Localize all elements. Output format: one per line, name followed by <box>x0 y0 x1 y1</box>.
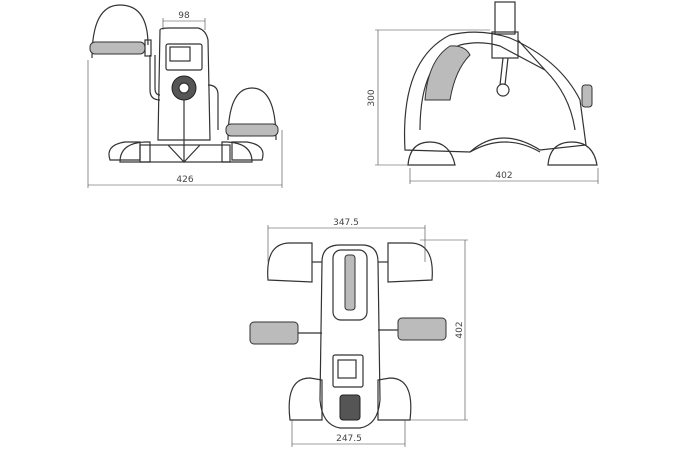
side-front-foot <box>407 141 456 166</box>
main-body <box>157 27 211 141</box>
side-body <box>403 31 587 153</box>
top-body <box>319 244 381 429</box>
top-length-label: 402 <box>455 321 465 338</box>
display-housing <box>165 43 203 71</box>
crank-hub <box>496 83 510 97</box>
side-length-label: 402 <box>495 171 512 181</box>
top-display <box>332 354 364 388</box>
side-grip <box>424 45 471 101</box>
front-width-label: 426 <box>176 175 193 185</box>
side-rear-foot <box>547 141 598 166</box>
crank-bracket <box>491 31 519 59</box>
top-view: 347.5 402 247.5 <box>249 218 468 447</box>
top-rear-left-foot <box>288 377 323 421</box>
top-rear-right-foot <box>377 377 412 421</box>
side-knob <box>581 84 593 108</box>
side-height-label: 300 <box>367 89 377 106</box>
top-left-pedal <box>249 321 299 345</box>
top-front-left-foot <box>267 242 313 283</box>
side-view: 300 402 <box>367 1 599 184</box>
left-pedal <box>89 41 146 55</box>
top-rear-span-label: 247.5 <box>336 434 362 444</box>
foot <box>108 141 141 161</box>
top-right-pedal <box>397 317 447 341</box>
display-screen <box>169 46 191 62</box>
front-display-width-label: 98 <box>178 11 190 21</box>
left-pedal-strap <box>91 4 149 59</box>
right-pedal-strap <box>227 87 277 141</box>
top-front-right-foot <box>387 242 433 283</box>
right-pedal <box>225 123 279 137</box>
top-pedal-span-label: 347.5 <box>333 218 359 228</box>
front-view: 426 98 <box>87 4 283 188</box>
pedal-arm-top <box>494 1 516 35</box>
